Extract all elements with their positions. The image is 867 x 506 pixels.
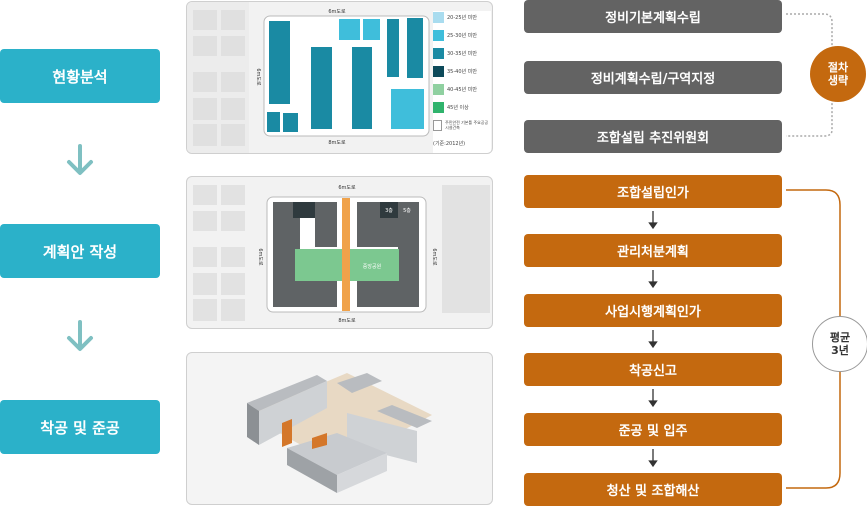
step-completion-move-in: 준공 및 입주 [524, 413, 782, 446]
legend-item: 35-40년 미만 [433, 65, 491, 77]
arrow-down-icon [67, 144, 93, 175]
arrow-down-icon [648, 270, 658, 289]
road-label: 8m도로 [328, 140, 346, 146]
legend-item: 40-45년 미만 [433, 83, 491, 95]
legend-item: 주민안전 기본틀 주요공공시설건축 [433, 119, 491, 131]
completion-rendering [186, 352, 493, 505]
step-association-approval: 조합설립인가 [524, 175, 782, 208]
road-label: 8m도로 [338, 318, 356, 324]
arrow-down-icon [648, 449, 658, 468]
duration-badge-line1: 평균 [829, 331, 851, 344]
skip-badge-line1: 절차 [827, 61, 849, 74]
stage-construction: 착공 및 준공 [0, 400, 160, 454]
step-basic-plan: 정비기본계획수립 [524, 0, 782, 33]
duration-badge-line2: 3년 [831, 344, 849, 357]
road-label: 6m도로 [431, 248, 437, 266]
road-label: 6m도로 [255, 68, 261, 86]
legend-label: 주민안전 기본틀 주요공공시설건축 [445, 120, 489, 130]
step-liquidation: 청산 및 조합해산 [524, 473, 782, 506]
skip-badge-line2: 생략 [827, 74, 849, 87]
legend-item: 20-25년 미만 [433, 11, 491, 23]
road-label: 6m도로 [338, 185, 356, 191]
arrow-down-icon [648, 389, 658, 408]
road-label: 6m도로 [328, 9, 346, 15]
legend-label: 25-30년 미만 [447, 32, 477, 39]
map-legend: 20-25년 미만 25-30년 미만 30-35년 미만 35-40년 미만 … [433, 11, 491, 153]
step-promotion-committee: 조합설립 추진위원회 [524, 120, 782, 153]
legend-label: 45년 이상 [447, 104, 469, 111]
legend-item: 45년 이상 [433, 101, 491, 113]
floor-label: 5층 [403, 207, 411, 214]
step-construction-report: 착공신고 [524, 353, 782, 386]
legend-label: 40-45년 미만 [447, 86, 477, 93]
legend-label: 35-40년 미만 [447, 68, 477, 75]
legend-label: 20-25년 미만 [447, 14, 477, 21]
step-project-approval: 사업시행계획인가 [524, 294, 782, 327]
green-label: 중앙공원 [363, 263, 382, 270]
legend-item: 25-30년 미만 [433, 29, 491, 41]
legend-item: 30-35년 미만 [433, 47, 491, 59]
arrow-down-icon [648, 330, 658, 349]
legend-label: 30-35년 미만 [447, 50, 477, 57]
arrow-down-icon [67, 320, 93, 351]
arrow-down-icon [648, 211, 658, 230]
step-zone-designation: 정비계획수립/구역지정 [524, 61, 782, 94]
plan-map: 6m도로 8m도로 6m도로 6m도로 3층 5층 중앙공원 [186, 176, 493, 329]
step-management-plan: 관리처분계획 [524, 234, 782, 267]
stage-analysis: 현황분석 [0, 49, 160, 103]
floor-label: 3층 [385, 207, 393, 214]
stage-planning: 계획안 작성 [0, 224, 160, 278]
road-label: 6m도로 [257, 248, 263, 266]
legend-note: (기준:2012년) [433, 140, 466, 147]
current-status-map: 6m도로 8m도로 6m도로 20-25년 미만 25-30년 미만 30-35… [186, 1, 493, 154]
